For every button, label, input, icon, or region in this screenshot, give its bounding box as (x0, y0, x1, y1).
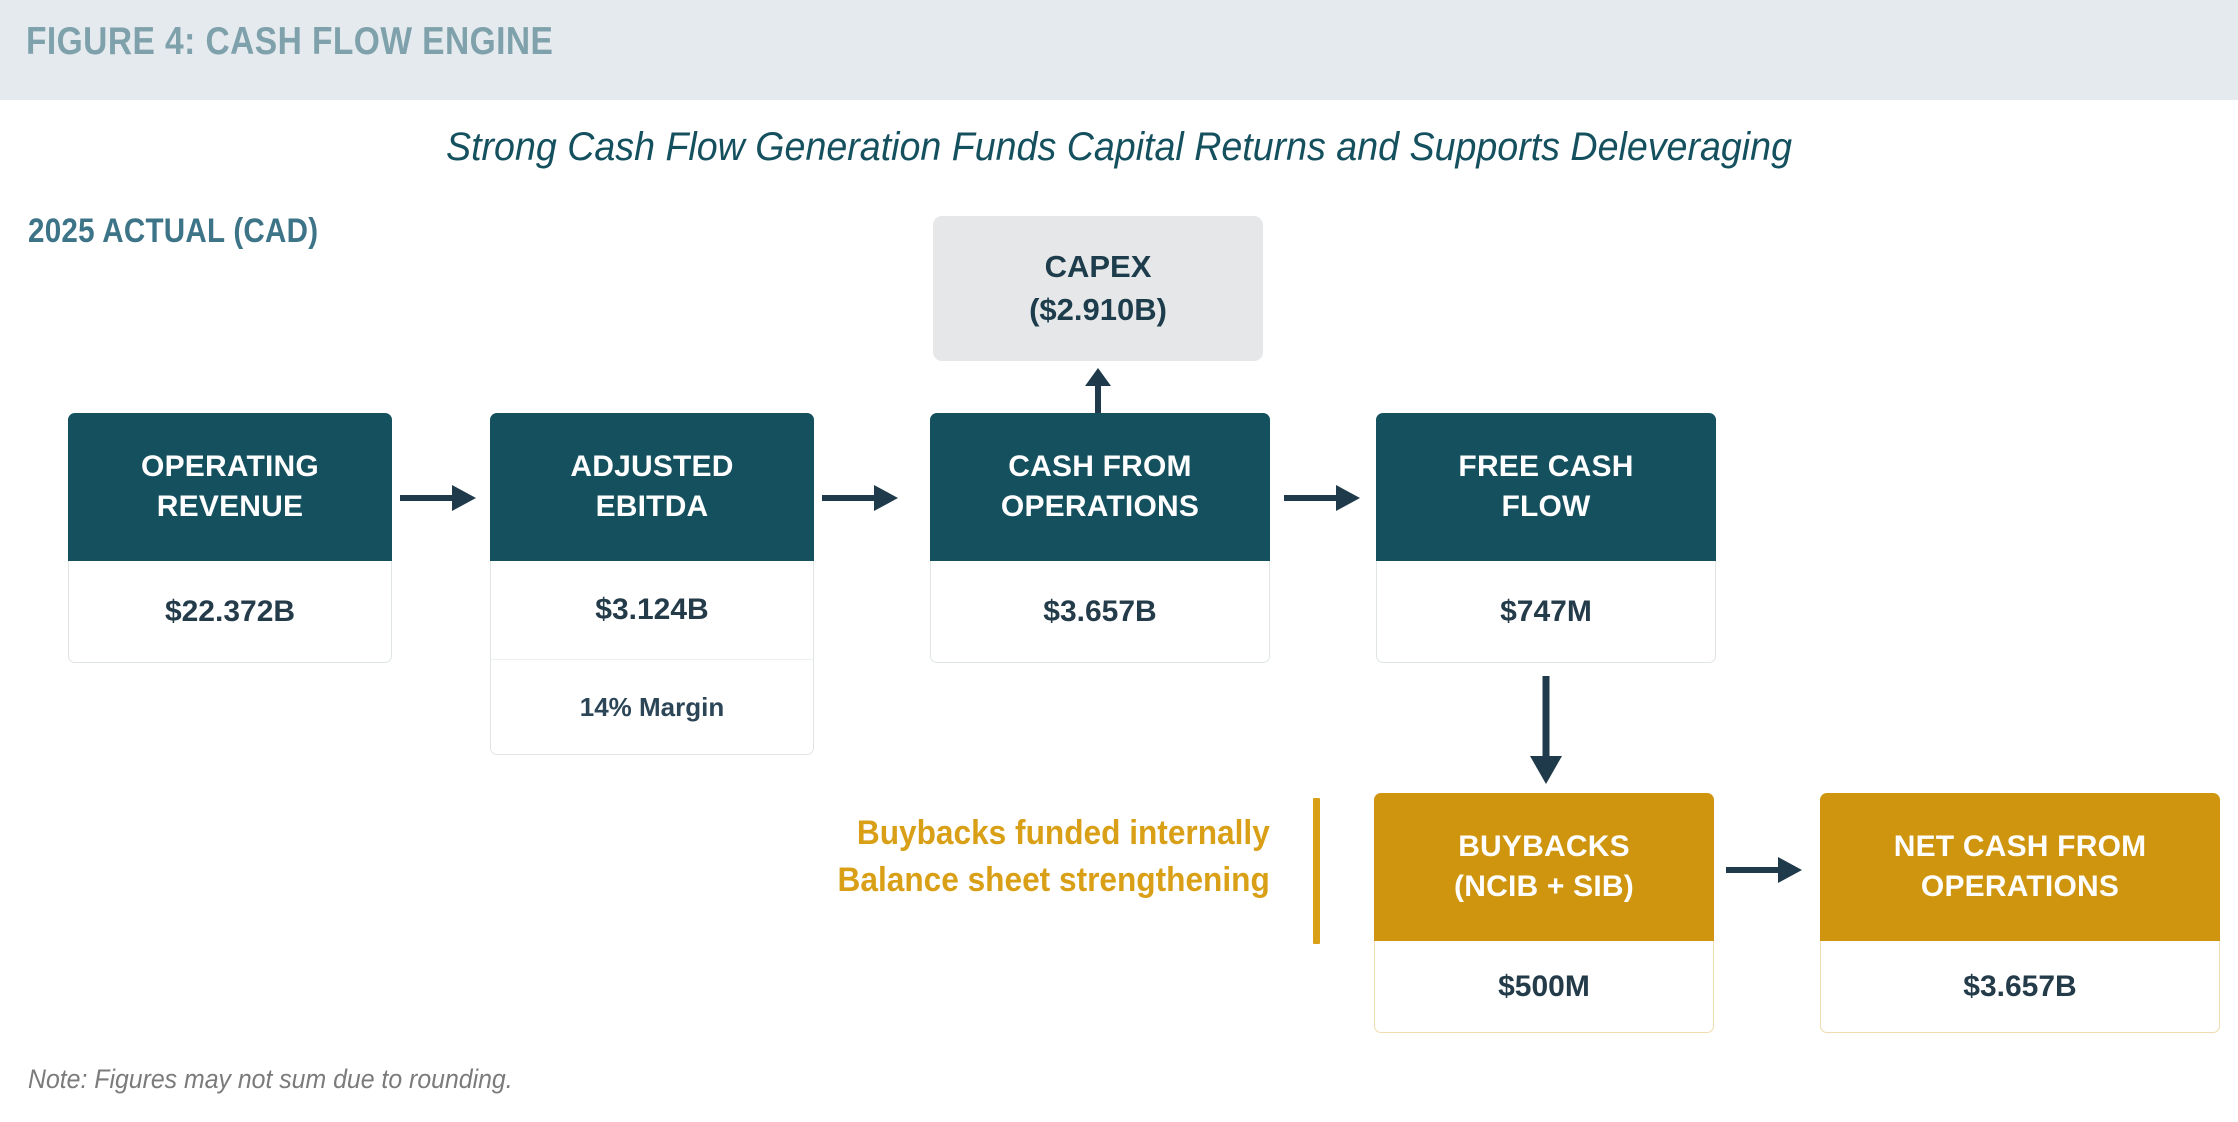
figure-subtitle: Strong Cash Flow Generation Funds Capita… (446, 125, 1792, 169)
node-net-cash-from-operations: NET CASH FROM OPERATIONS $3.657B (1820, 793, 2220, 1033)
node-title: CASH FROM OPERATIONS (930, 413, 1270, 561)
annotation-line-2: Balance sheet strengthening (837, 860, 1270, 899)
figure-header-band: FIGURE 4: CASH FLOW ENGINE (0, 0, 2238, 100)
node-subvalue: 14% Margin (490, 659, 814, 755)
node-title: FREE CASH FLOW (1376, 413, 1716, 561)
node-title-line1: NET CASH FROM (1893, 830, 2147, 864)
node-title-line2: OPERATIONS (1920, 870, 2120, 903)
node-cash-from-operations: CASH FROM OPERATIONS $3.657B (930, 413, 1270, 663)
node-title-line2: EBITDA (595, 490, 709, 523)
arrow-right-icon (1726, 850, 1802, 890)
node-capex: CAPEX ($2.910B) (933, 216, 1263, 361)
node-title: NET CASH FROM OPERATIONS (1820, 793, 2220, 941)
arrow-right-icon (400, 478, 476, 518)
node-value: $22.372B (68, 561, 392, 663)
annotation-line-1: Buybacks funded internally (857, 814, 1270, 852)
node-title-line2: (NCIB + SIB) (1454, 870, 1634, 903)
node-free-cash-flow: FREE CASH FLOW $747M (1376, 413, 1716, 663)
node-title: OPERATING REVENUE (68, 413, 392, 561)
node-title: ADJUSTED EBITDA (490, 413, 814, 561)
node-title-line1: OPERATING (141, 450, 319, 484)
node-title-line1: CASH FROM (1008, 450, 1192, 484)
arrow-right-icon (1284, 478, 1360, 518)
node-value: $3.657B (1820, 941, 2220, 1033)
page-title: FIGURE 4: CASH FLOW ENGINE (26, 20, 554, 63)
node-title-line1: ADJUSTED (570, 450, 734, 484)
arrow-right-icon (822, 478, 898, 518)
node-title-line1: FREE CASH (1458, 450, 1634, 484)
node-value: $3.124B (490, 561, 814, 659)
node-title-line2: FLOW (1501, 490, 1591, 523)
capex-value: ($2.910B) (1029, 291, 1167, 327)
node-title-line1: BUYBACKS (1458, 830, 1630, 864)
annotation-accent-bar (1313, 798, 1320, 944)
section-label: 2025 ACTUAL (CAD) (28, 212, 319, 250)
arrow-down-icon (1526, 676, 1566, 784)
footnote: Note: Figures may not sum due to roundin… (28, 1064, 513, 1094)
node-title: BUYBACKS (NCIB + SIB) (1374, 793, 1714, 941)
node-title-line2: REVENUE (156, 490, 304, 523)
annotation-text: Buybacks funded internally Balance sheet… (838, 810, 1270, 904)
capex-label: CAPEX (1044, 248, 1152, 284)
node-buybacks: BUYBACKS (NCIB + SIB) $500M (1374, 793, 1714, 1033)
node-value: $747M (1376, 561, 1716, 663)
node-value: $500M (1374, 941, 1714, 1033)
node-title-line2: OPERATIONS (1000, 490, 1200, 523)
node-value: $3.657B (930, 561, 1270, 663)
node-operating-revenue: OPERATING REVENUE $22.372B (68, 413, 392, 663)
node-adjusted-ebitda: ADJUSTED EBITDA $3.124B 14% Margin (490, 413, 814, 755)
